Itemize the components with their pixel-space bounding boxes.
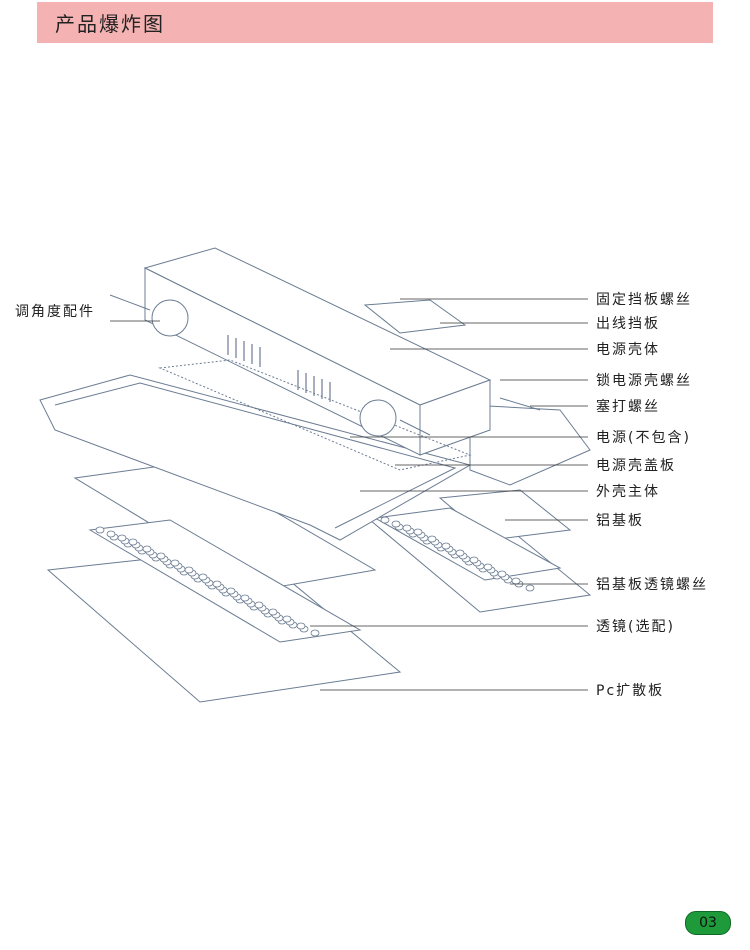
lens-dot (128, 538, 138, 546)
lens-dot (268, 608, 278, 616)
lens-dot (142, 545, 152, 553)
label-power-cover-plate: 电源壳盖板 (596, 458, 676, 474)
lens-dot (441, 542, 451, 550)
lens-dot (282, 615, 292, 623)
lens-panel (88, 519, 362, 643)
lens-dot (198, 573, 208, 581)
lens-dot (525, 584, 535, 592)
angle-bracket-right (359, 399, 397, 437)
lens-dot (184, 566, 194, 574)
page-number: 03 (685, 911, 731, 935)
power-cover-plate (158, 359, 472, 471)
label-power-box-lock-screw: 锁电源壳螺丝 (596, 373, 692, 389)
leader-lines (110, 298, 588, 691)
lens-dot (413, 528, 423, 536)
lens-dot (254, 601, 264, 609)
lens-dot (156, 552, 166, 560)
label-plug-screw: 塞打螺丝 (596, 399, 660, 415)
label-aluminium-board: 铝基板 (596, 513, 644, 529)
lens-dot (380, 516, 390, 524)
label-lens-screw: 铝基板透镜螺丝 (596, 577, 708, 593)
label-power-box-body: 电源壳体 (596, 342, 660, 358)
lens-panel-right (373, 507, 562, 581)
label-pc-diffuser: Pc扩散板 (596, 683, 665, 699)
page-title: 产品爆炸图 (55, 12, 165, 36)
lens-dot (240, 594, 250, 602)
lens-dot (391, 520, 401, 528)
lens-dot (296, 622, 306, 630)
lens-dot (95, 526, 105, 534)
lens-dot (117, 534, 127, 542)
lens-dots (95, 516, 535, 637)
outer-housing (39, 374, 472, 541)
lens-dot (106, 530, 116, 538)
label-angle-adjust-kit: 调角度配件 (15, 304, 95, 320)
lens-dot (483, 563, 493, 571)
header-banner: 产品爆炸图 (37, 2, 713, 43)
lens-dot (402, 524, 412, 532)
label-power-supply: 电源(不包含) (596, 430, 691, 446)
lens-dot (310, 629, 320, 637)
lens-dot (469, 556, 479, 564)
label-outer-housing: 外壳主体 (596, 484, 660, 500)
lens-dot (226, 587, 236, 595)
lens-dot (170, 559, 180, 567)
lens-dot (455, 549, 465, 557)
lens-dot (511, 577, 521, 585)
lens-dot (212, 580, 222, 588)
cable-cover-plate (363, 299, 467, 334)
lens-dot (427, 535, 437, 543)
label-cable-outlet-plate: 出线挡板 (596, 316, 660, 332)
label-fixing-plate-screw: 固定挡板螺丝 (596, 292, 692, 308)
lens-dot (497, 570, 507, 578)
angle-bracket (151, 299, 189, 337)
label-lens: 透镜(选配) (596, 619, 675, 635)
